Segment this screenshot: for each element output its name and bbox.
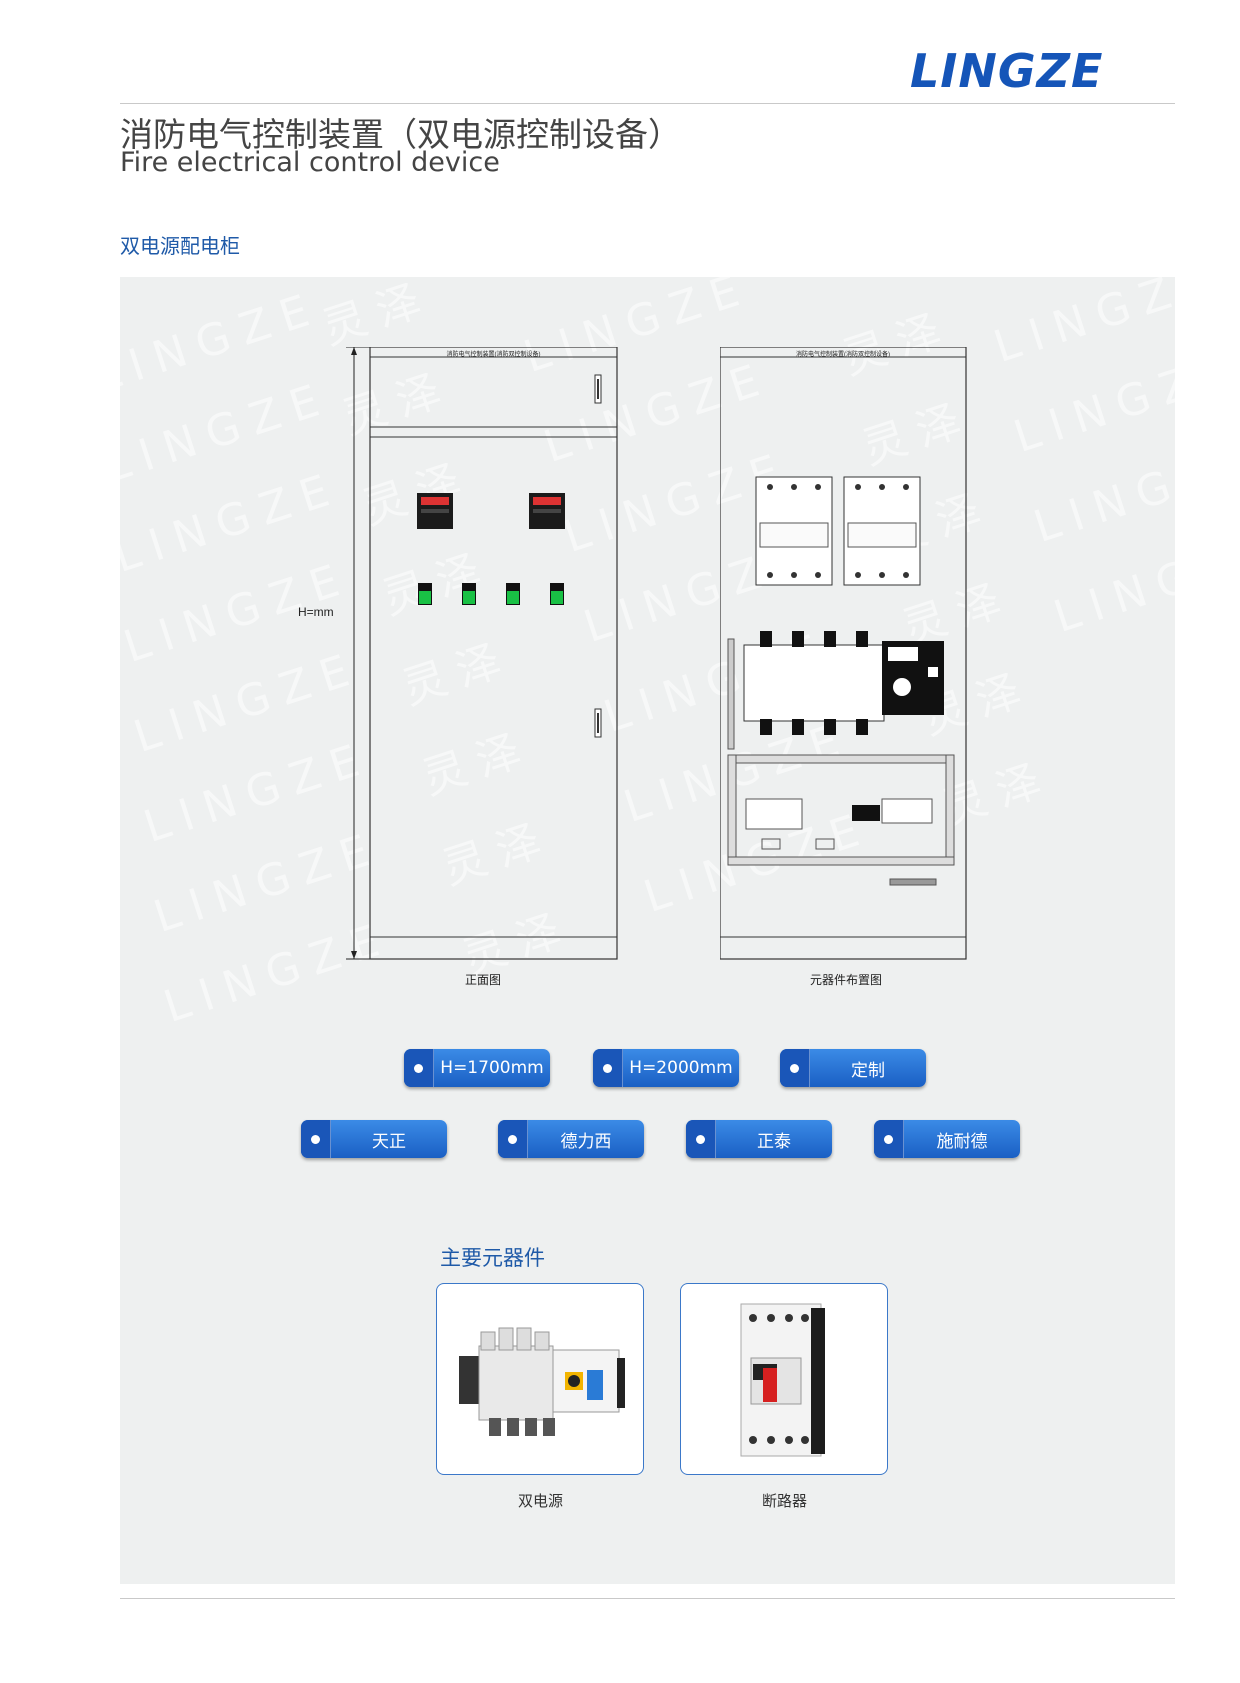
watermark: 灵泽 xyxy=(316,277,439,355)
layout-view-caption: 元器件布置图 xyxy=(810,973,883,987)
front-view-drawing xyxy=(346,347,618,960)
components-title: 主要元器件 xyxy=(440,1246,545,1270)
front-view-caption: 正面图 xyxy=(465,973,502,987)
bullet-dot-icon xyxy=(874,1120,904,1158)
section-title: 双电源配电柜 xyxy=(120,234,240,258)
component-label-breaker: 断路器 xyxy=(762,1492,808,1510)
height-dimension-label: H=mm xyxy=(298,605,334,619)
bullet-dot-icon xyxy=(498,1120,528,1158)
bullet-dot-icon xyxy=(301,1120,331,1158)
bullet-dot-icon xyxy=(686,1120,716,1158)
layout-cabinet-top-text: 消防电气控制装置(消防双控制设备) xyxy=(796,352,890,358)
bullet-dot-icon xyxy=(593,1049,623,1087)
component-card-breaker[interactable] xyxy=(680,1283,888,1475)
option-custom[interactable]: 定制 xyxy=(780,1049,926,1087)
option-h1700[interactable]: H=1700mm xyxy=(404,1049,550,1087)
option-h2000[interactable]: H=2000mm xyxy=(593,1049,739,1087)
dual-power-switch-image xyxy=(459,1327,625,1436)
footer-divider xyxy=(120,1598,1175,1599)
bullet-dot-icon xyxy=(404,1049,434,1087)
component-card-dual-power[interactable] xyxy=(436,1283,644,1475)
page-subtitle: Fire electrical control device xyxy=(120,147,500,178)
bullet-dot-icon xyxy=(780,1049,810,1087)
circuit-breaker-image xyxy=(740,1303,825,1457)
front-cabinet-top-text: 消防电气控制装置(消防双控制设备) xyxy=(446,352,541,358)
component-label-dual-power: 双电源 xyxy=(518,1492,564,1510)
header-divider xyxy=(120,103,1175,104)
watermark: LINGZE xyxy=(987,277,1175,373)
option-brand-schneider[interactable]: 施耐德 xyxy=(874,1120,1020,1158)
product-panel: LINGZE LINGZE LINGZE LINGZE LINGZE LINGZ… xyxy=(120,277,1175,1584)
option-brand-chint[interactable]: 正泰 xyxy=(686,1120,832,1158)
brand-logo: LINGZE xyxy=(910,44,1104,98)
layout-view-drawing xyxy=(720,347,967,960)
option-brand-tianzheng[interactable]: 天正 xyxy=(301,1120,447,1158)
page-title: 消防电气控制装置（双电源控制设备） xyxy=(120,115,681,154)
option-brand-delixi[interactable]: 德力西 xyxy=(498,1120,644,1158)
